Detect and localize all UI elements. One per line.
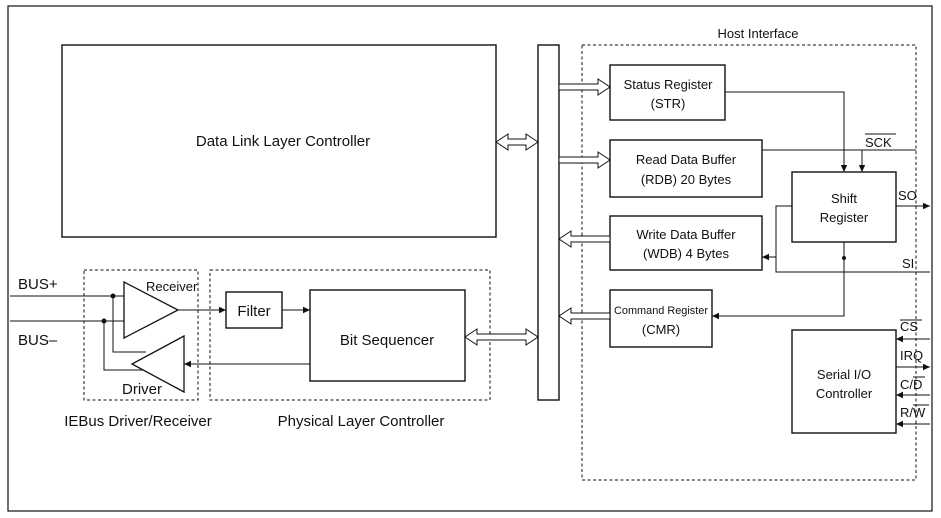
si-label: SI	[902, 256, 914, 271]
read-data-buffer	[609, 139, 763, 198]
iebus-driver-receiver-group	[83, 269, 199, 401]
receiver-triangle	[123, 280, 180, 340]
shift-to-cmr-line	[712, 272, 845, 320]
driver-label: Driver	[122, 381, 162, 398]
command-register-label-2: (CMR)	[642, 322, 680, 337]
bus-plus-label: BUS+	[18, 276, 58, 293]
command-register-label-1: Command Register	[614, 305, 708, 317]
wdb-to-bus-arrow	[558, 230, 611, 248]
status-to-shift-line	[725, 91, 848, 172]
physical-group-label: Physical Layer Controller	[278, 413, 445, 430]
sck-label: SCK	[865, 135, 892, 150]
physical-layer-group	[209, 269, 491, 401]
shift-register-label-2: Register	[820, 210, 869, 225]
datalink-bus-arrow	[495, 133, 539, 151]
cd-label: C/D	[900, 377, 922, 392]
shift-register-label-1: Shift	[831, 191, 857, 206]
so-label: SO	[898, 188, 917, 203]
driver-bus-minus-wire	[103, 321, 146, 371]
write-data-buffer	[609, 215, 763, 271]
data-link-label: Data Link Layer Controller	[196, 133, 370, 150]
rw-label: R/W	[900, 405, 926, 420]
cmr-bus-arrow	[558, 307, 611, 325]
status-register-label-2: (STR)	[651, 96, 686, 111]
read-buffer-label-2: (RDB) 20 Bytes	[641, 172, 732, 187]
filter-block	[225, 291, 283, 329]
cs-label: CS	[900, 319, 918, 334]
bit-sequencer-block	[309, 289, 466, 382]
write-buffer-label-2: (WDB) 4 Bytes	[643, 246, 729, 261]
serial-io-label-2: Controller	[816, 386, 873, 401]
bus-to-status-arrow	[558, 78, 611, 96]
si-junction	[842, 256, 846, 260]
host-interface-region	[581, 44, 917, 481]
receiver-label: Receiver	[146, 279, 198, 294]
serial-io-label-1: Serial I/O	[817, 367, 871, 382]
read-buffer-label-1: Read Data Buffer	[636, 152, 737, 167]
outer-frame	[7, 5, 933, 512]
shift-register	[791, 171, 897, 243]
write-buffer-label-1: Write Data Buffer	[636, 227, 736, 242]
rdb-to-shift-line	[762, 149, 866, 172]
internal-bus	[537, 44, 560, 401]
command-register	[609, 289, 713, 348]
iebus-group-label: IEBus Driver/Receiver	[64, 413, 212, 430]
si-line	[775, 257, 930, 273]
bus-to-rdb-arrow	[558, 151, 611, 169]
status-register-label-1: Status Register	[624, 77, 714, 92]
filter-label: Filter	[237, 303, 270, 320]
bit-sequencer-label: Bit Sequencer	[340, 332, 434, 349]
irq-label: IRQ	[900, 348, 923, 363]
shift-to-wdb-line	[762, 205, 792, 261]
status-register	[609, 64, 726, 121]
driver-bus-plus-wire	[112, 296, 146, 353]
bus-minus-label: BUS–	[18, 332, 58, 349]
host-interface-title: Host Interface	[718, 26, 799, 41]
data-link-layer-controller	[61, 44, 497, 238]
serial-io-controller	[791, 329, 897, 434]
bitseq-bus-arrow	[464, 328, 539, 346]
